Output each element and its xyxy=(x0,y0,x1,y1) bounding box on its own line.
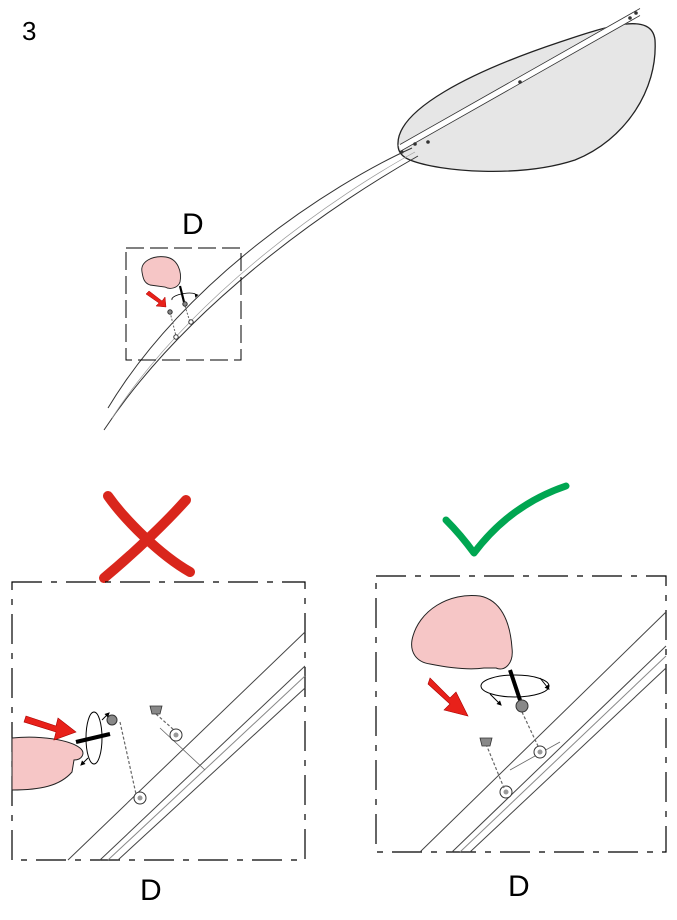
hand-icon xyxy=(11,736,84,791)
cross-icon xyxy=(99,491,195,583)
screw-icon xyxy=(479,737,493,747)
detail-label-overview: D xyxy=(182,208,204,241)
arrow-icon xyxy=(145,290,167,308)
blade-assembly xyxy=(397,8,656,172)
correct-detail-panel xyxy=(375,575,667,853)
detail-d-mini xyxy=(141,256,199,340)
hand-icon xyxy=(411,594,513,670)
check-icon xyxy=(442,482,570,557)
detail-label-wrong: D xyxy=(140,874,162,907)
curved-rod xyxy=(103,147,419,431)
arrow-icon xyxy=(23,715,77,741)
arrow-icon xyxy=(427,677,469,717)
hand-icon xyxy=(141,256,181,289)
rod-section xyxy=(67,631,306,861)
step-number: 3 xyxy=(22,16,37,46)
blade xyxy=(397,23,656,172)
detail-label-correct: D xyxy=(508,870,530,903)
screwdriver-icon xyxy=(75,732,111,744)
detail-d-box xyxy=(125,247,242,361)
wrong-detail-panel xyxy=(11,581,306,861)
rod-section xyxy=(419,611,667,853)
screw-icon xyxy=(149,705,163,715)
